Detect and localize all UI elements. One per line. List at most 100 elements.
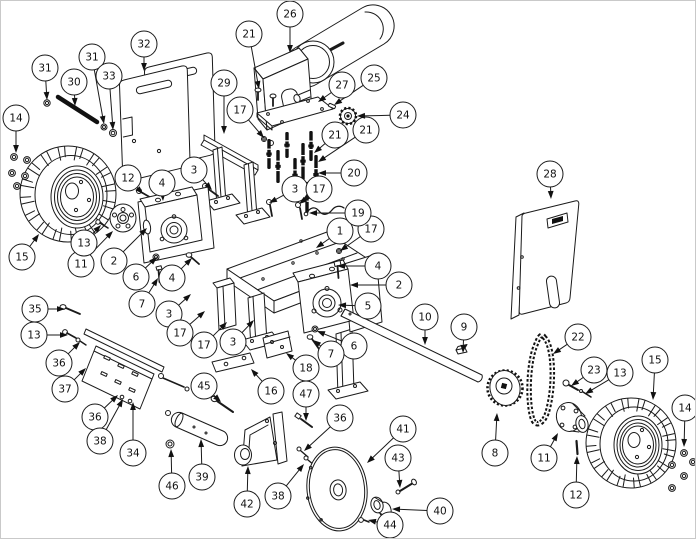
callout-38: 38 (86, 399, 123, 455)
callout-36: 36 (45, 342, 80, 377)
callout-9: 9 (450, 313, 478, 353)
callout-27: 27 (318, 71, 356, 102)
callout-17: 17 (299, 175, 333, 204)
svg-text:7: 7 (328, 349, 335, 361)
callout-26: 26 (276, 1, 304, 53)
svg-text:3: 3 (166, 309, 173, 321)
motor-mount-tower (200, 134, 271, 225)
svg-text:21: 21 (242, 29, 255, 41)
callout-7: 7 (313, 340, 345, 368)
callout-6: 6 (317, 331, 368, 360)
callout-21: 21 (235, 20, 263, 89)
callout-12: 12 (114, 164, 143, 194)
svg-text:18: 18 (299, 363, 312, 375)
svg-text:36: 36 (88, 412, 102, 424)
belt-cover (510, 200, 580, 320)
callout-23: 23 (571, 356, 608, 386)
callout-34: 34 (119, 402, 147, 467)
svg-text:31: 31 (85, 52, 98, 64)
svg-text:3: 3 (191, 165, 198, 177)
svg-text:13: 13 (613, 368, 626, 380)
callout-17: 17 (166, 311, 205, 347)
svg-text:11: 11 (74, 259, 87, 271)
svg-text:22: 22 (571, 332, 584, 344)
right-lug-nuts (668, 449, 695, 492)
callout-35: 35 (21, 295, 65, 323)
callout-24: 24 (357, 101, 417, 129)
svg-text:41: 41 (396, 424, 409, 436)
callout-4: 4 (158, 258, 192, 292)
svg-text:4: 4 (169, 273, 176, 285)
callout-36: 36 (304, 404, 354, 451)
callout-11: 11 (67, 231, 113, 278)
callout-13: 13 (585, 359, 634, 394)
svg-text:14: 14 (678, 403, 692, 415)
callout-3: 3 (180, 156, 212, 190)
callout-14: 14 (2, 104, 30, 153)
callout-39: 39 (188, 439, 216, 491)
roller (170, 411, 229, 447)
svg-text:43: 43 (391, 453, 404, 465)
callout-33: 33 (95, 62, 123, 130)
svg-text:42: 42 (240, 499, 253, 511)
motor-set-screw (327, 102, 337, 110)
disc-guard (306, 446, 368, 532)
support-bracket (262, 330, 293, 359)
svg-text:32: 32 (137, 39, 150, 51)
callout-15: 15 (641, 346, 669, 400)
svg-text:28: 28 (543, 169, 556, 181)
idler-bracket (234, 411, 288, 467)
callout-8: 8 (481, 413, 509, 467)
svg-text:4: 4 (159, 178, 166, 190)
svg-text:19: 19 (351, 208, 364, 220)
callout-42: 42 (233, 466, 261, 518)
callout-6: 6 (122, 257, 157, 291)
svg-text:15: 15 (15, 252, 28, 264)
svg-text:29: 29 (217, 78, 230, 90)
svg-text:1: 1 (337, 226, 344, 238)
svg-text:47: 47 (299, 389, 312, 401)
callout-43: 43 (384, 444, 412, 488)
callout-4: 4 (337, 252, 392, 280)
svg-text:6: 6 (351, 341, 358, 353)
svg-text:45: 45 (197, 381, 210, 393)
gearbox-left (137, 186, 215, 264)
svg-text:21: 21 (359, 125, 372, 137)
callout-32: 32 (130, 30, 158, 71)
callout-10: 10 (411, 303, 439, 345)
left-wheel (19, 145, 117, 243)
svg-text:11: 11 (537, 453, 550, 465)
svg-text:17: 17 (364, 224, 377, 236)
svg-text:7: 7 (139, 299, 146, 311)
callout-2: 2 (350, 271, 413, 299)
svg-text:26: 26 (283, 9, 297, 21)
svg-text:44: 44 (383, 520, 397, 532)
disc-collar (370, 496, 392, 519)
callout-19: 19 (309, 199, 372, 227)
callout-13: 13 (20, 321, 68, 349)
svg-text:20: 20 (347, 168, 360, 180)
svg-text:15: 15 (648, 355, 661, 367)
svg-text:36: 36 (333, 413, 347, 425)
svg-text:23: 23 (587, 365, 600, 377)
svg-text:17: 17 (197, 340, 210, 352)
callout-16: 16 (251, 369, 285, 405)
callout-15: 15 (8, 234, 39, 271)
scraper-plate (81, 345, 155, 410)
svg-text:25: 25 (367, 73, 380, 85)
roller-collar (165, 410, 175, 449)
svg-text:12: 12 (569, 490, 582, 502)
svg-text:16: 16 (264, 386, 278, 398)
axle-shaft (340, 308, 483, 383)
svg-text:36: 36 (52, 358, 66, 370)
svg-text:27: 27 (335, 80, 348, 92)
svg-text:2: 2 (111, 256, 118, 268)
callout-17: 17 (190, 322, 227, 359)
callout-38: 38 (264, 464, 304, 510)
callout-29: 29 (210, 69, 238, 134)
weight-plates (118, 52, 216, 182)
callout-45: 45 (190, 372, 221, 402)
callout-11: 11 (530, 433, 558, 472)
